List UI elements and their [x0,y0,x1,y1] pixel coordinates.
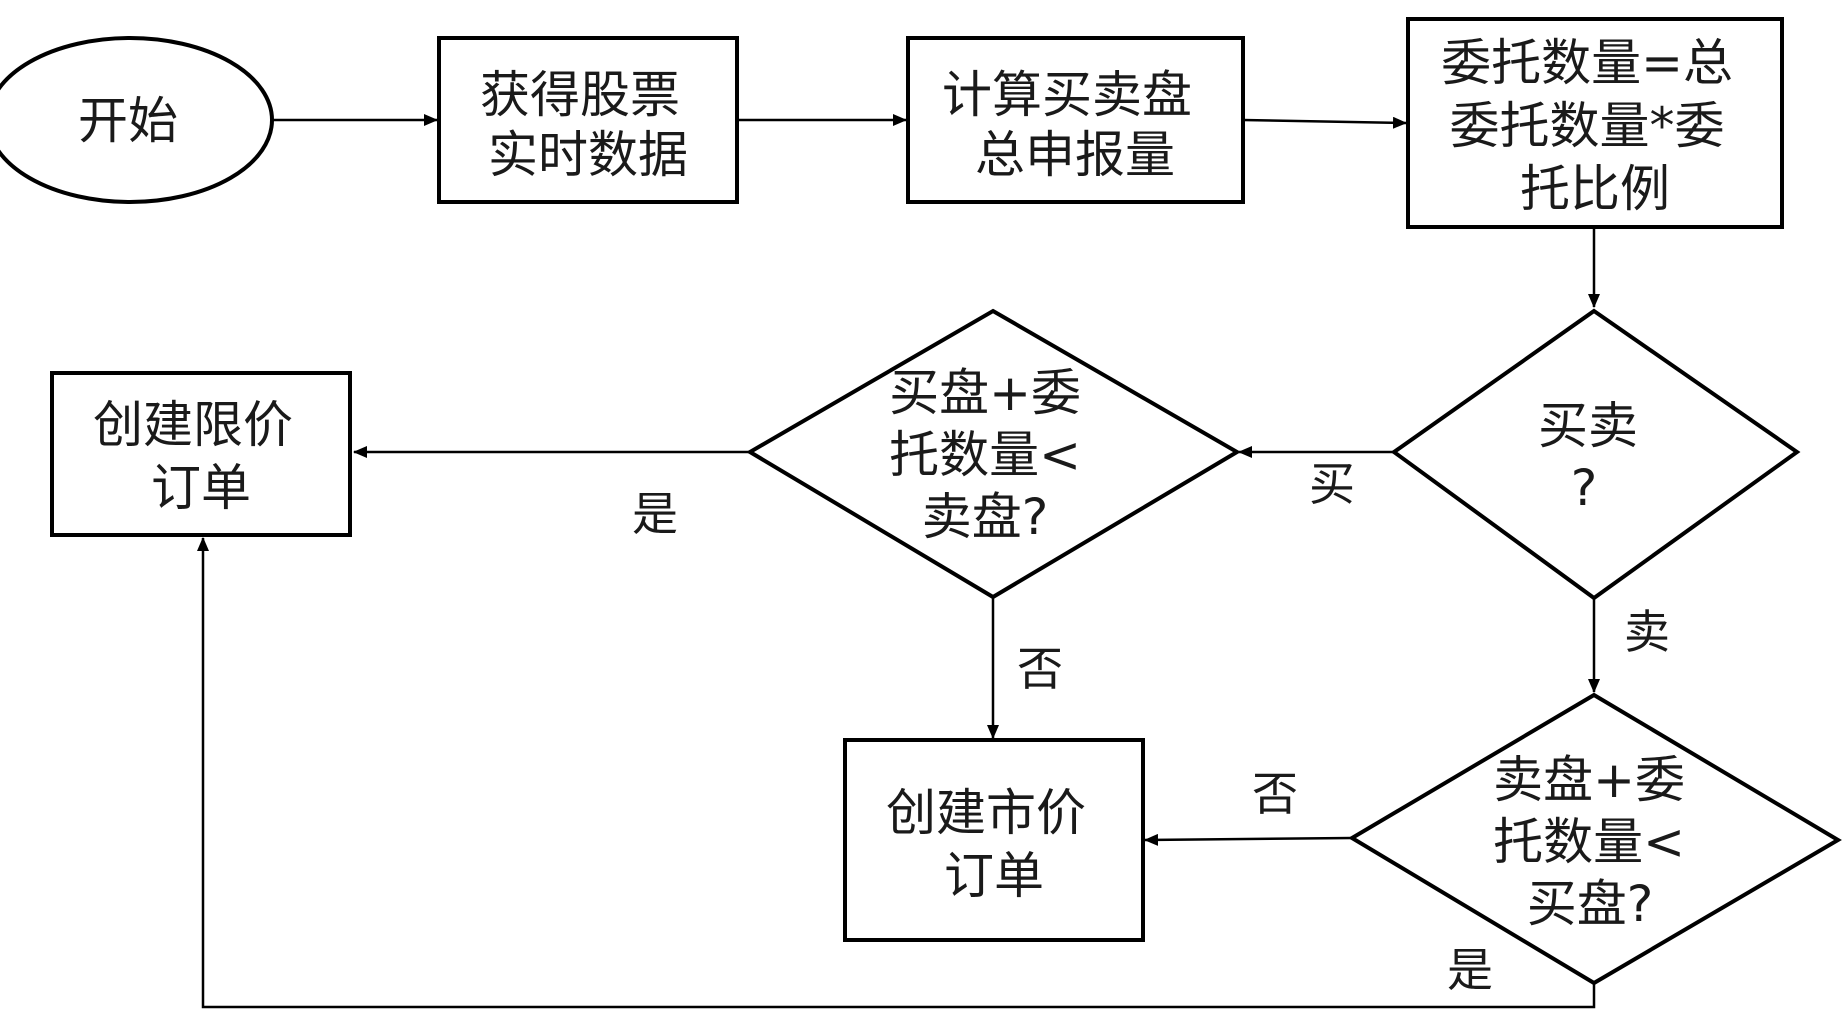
buy-check-decision [746,308,1241,600]
start-label: 开始 [78,92,178,150]
edge-labels: 买 卖 是 否 否 是 [632,457,1670,997]
node-labels: 开始 获得股票 实时数据 计算买卖盘 总申报量 委托数量=总 委托数量*委 托比… [78,34,1749,933]
edge-calc-to-order-qty [1242,116,1407,129]
get-data-label: 获得股票 实时数据 [480,66,696,184]
buy-check-line-3: 卖盘? [922,488,1049,546]
order-qty-line-3: 托比例 [1520,160,1670,218]
buy-check-label: 买盘+委 托数量< 卖盘? [889,364,1097,546]
calc-volume-label: 计算买卖盘 总申报量 [942,66,1208,184]
buy-or-sell-line-1: 买卖 [1538,397,1638,455]
edge-label-sell: 卖 [1624,605,1670,659]
get-data-node [437,36,739,204]
order-qty-line-1: 委托数量=总 [1441,34,1733,92]
sell-check-line-2: 托数量< [1493,813,1685,871]
buy-check-line-1: 买盘+委 [889,364,1081,422]
market-order-line-2: 订单 [944,847,1044,905]
sell-check-line-1: 卖盘+委 [1493,751,1685,809]
edge-label-sell-check-no: 否 [1252,767,1298,821]
get-data-line-2: 实时数据 [488,126,688,184]
buy-or-sell-label: 买卖 ? [1538,397,1654,517]
get-data-line-1: 获得股票 [480,66,680,124]
buy-check-line-2: 托数量< [889,426,1081,484]
buy-or-sell-line-2: ? [1571,459,1598,517]
nodes [0,17,1842,986]
market-order-label: 创建市价 订单 [886,784,1102,905]
sell-check-label: 卖盘+委 托数量< 买盘? [1493,751,1701,933]
order-qty-line-2: 委托数量*委 [1450,97,1725,155]
calc-volume-line-1: 计算买卖盘 [942,66,1192,124]
limit-order-line-1: 创建限价 [93,396,293,454]
limit-order-line-2: 订单 [151,459,251,517]
start-node [0,36,274,204]
edge-sell-check-yes [197,537,1596,1009]
sell-check-line-3: 买盘? [1527,875,1654,933]
order-qty-label: 委托数量=总 委托数量*委 托比例 [1441,34,1749,218]
edge-label-buy: 买 [1309,457,1355,511]
calc-volume-line-2: 总申报量 [975,126,1175,184]
edge-sell-check-no [1144,833,1353,846]
calc-volume-node [906,36,1245,204]
buy-or-sell-decision [1390,308,1801,601]
edge-label-buy-check-no: 否 [1017,642,1063,696]
limit-order-node [50,371,352,537]
edge-label-buy-check-yes: 是 [632,487,678,541]
order-qty-node [1406,17,1784,229]
limit-order-label: 创建限价 订单 [93,396,309,517]
market-order-node [843,738,1145,942]
market-order-line-1: 创建市价 [886,784,1086,842]
edge-label-sell-check-yes: 是 [1447,943,1493,997]
start-line-1: 开始 [78,92,178,150]
sell-check-decision [1348,692,1842,986]
edges [197,114,1600,1009]
